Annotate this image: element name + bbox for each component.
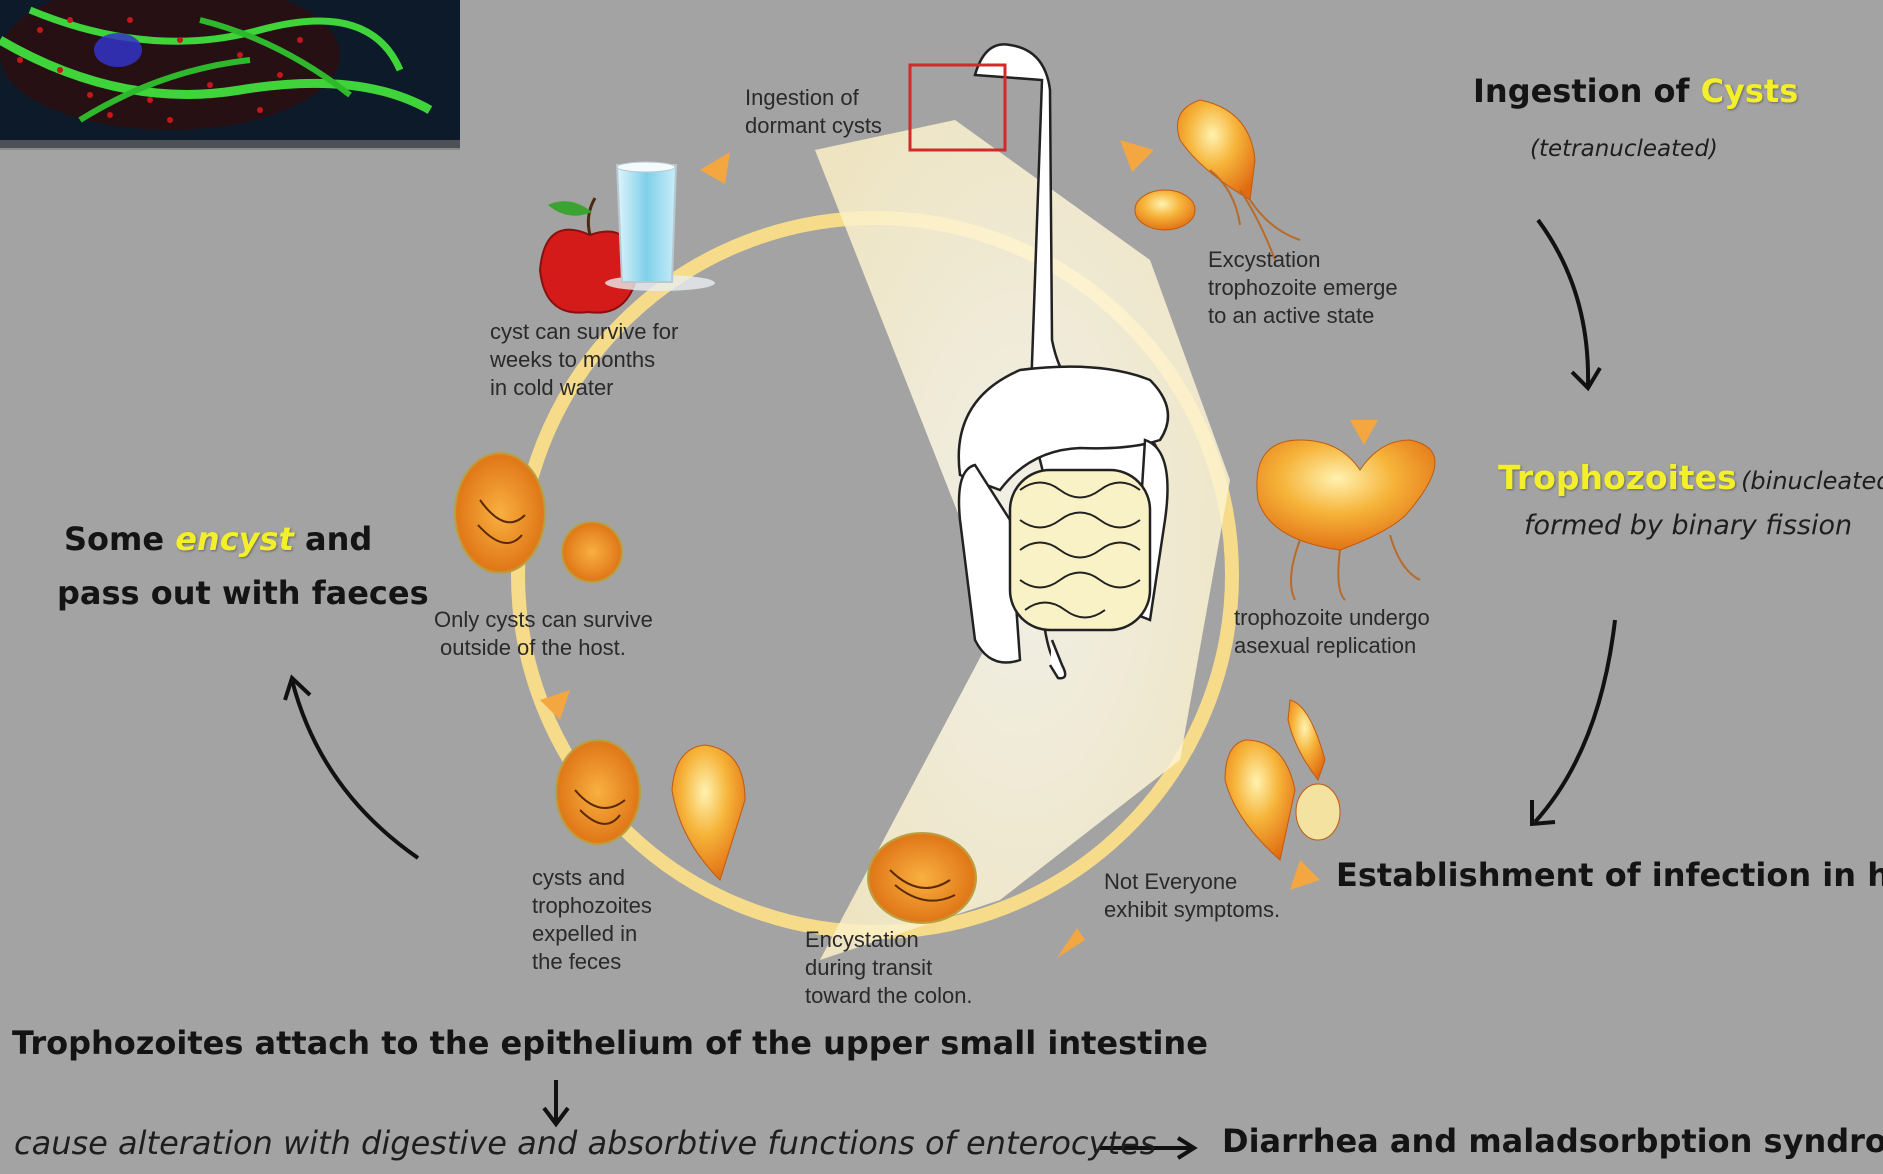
some-encyst-heading: Some encyst and [64, 520, 372, 558]
and-word: and [305, 520, 372, 558]
binucleated-note: (binucleated) [1741, 467, 1883, 495]
label-expelled-line3: expelled in [532, 920, 652, 948]
trophozoites-highlight: Trophozoites [1498, 458, 1737, 497]
label-ingestion-line1: Ingestion of [745, 84, 882, 112]
trophozoites-heading: Trophozoites (binucleated) [1498, 458, 1883, 497]
cyst-encystation [868, 833, 976, 923]
trophozoites-attach-statement: Trophozoites attach to the epithelium of… [12, 1024, 1208, 1062]
label-encystation-line3: toward the colon. [805, 982, 973, 1010]
label-symptoms-line1: Not Everyone [1104, 868, 1280, 896]
arrow-to-encyst [292, 680, 418, 858]
label-expelled: cysts and trophozoites expelled in the f… [532, 864, 652, 976]
label-encystation-line2: during transit [805, 954, 973, 982]
label-cold-water: cyst can survive for weeks to months in … [490, 318, 678, 402]
label-outside-host: Only cysts can survive outside of the ho… [434, 606, 653, 662]
label-outside-host-line1: Only cysts can survive [434, 606, 653, 634]
label-cold-water-line3: in cold water [490, 374, 678, 402]
arrow-to-establishment [1535, 620, 1615, 822]
some-word: Some [64, 520, 164, 558]
label-expelled-line4: the feces [532, 948, 652, 976]
label-encystation: Encystation during transit toward the co… [805, 926, 973, 1010]
trophozoite-symptoms [1225, 700, 1340, 860]
label-symptoms: Not Everyone exhibit symptoms. [1104, 868, 1280, 924]
label-outside-host-line2: outside of the host. [434, 634, 653, 662]
giardia-micrograph-inset [0, 0, 460, 150]
binary-fission-note: formed by binary fission [1524, 510, 1852, 541]
label-encystation-line1: Encystation [805, 926, 973, 954]
label-excystation-line1: Excystation [1208, 246, 1398, 274]
alteration-statement: cause alteration with digestive and abso… [14, 1124, 1156, 1162]
label-replication-line1: trophozoite undergo [1234, 604, 1430, 632]
label-ingestion: Ingestion of dormant cysts [745, 84, 882, 140]
trophozoite-excystation [1135, 100, 1300, 260]
label-excystation: Excystation trophozoite emerge to an act… [1208, 246, 1398, 330]
label-replication-line2: asexual replication [1234, 632, 1430, 660]
label-cold-water-line1: cyst can survive for [490, 318, 678, 346]
label-cold-water-line2: weeks to months [490, 346, 678, 374]
label-expelled-line2: trophozoites [532, 892, 652, 920]
cysts-highlight: Cysts [1701, 72, 1799, 110]
ingestion-of-cysts-heading: Ingestion of Cysts [1473, 72, 1798, 110]
label-excystation-line3: to an active state [1208, 302, 1398, 330]
pass-out-with-faeces: pass out with faeces [57, 574, 429, 612]
ingestion-prefix: Ingestion of [1473, 72, 1689, 110]
encyst-highlight: encyst [175, 520, 294, 558]
label-excystation-line2: trophozoite emerge [1208, 274, 1398, 302]
label-symptoms-line2: exhibit symptoms. [1104, 896, 1280, 924]
arrow-cysts-to-trophozoites [1538, 220, 1588, 385]
label-expelled-line1: cysts and [532, 864, 652, 892]
label-replication: trophozoite undergo asexual replication [1234, 604, 1430, 660]
trophozoite-binary-fission [1257, 440, 1435, 600]
tetranucleated-note: (tetranucleated) [1530, 136, 1718, 162]
diarrhea-statement: Diarrhea and maladsorbption syndrome [1222, 1122, 1883, 1160]
establishment-of-infection: Establishment of infection in host [1336, 856, 1883, 894]
label-ingestion-line2: dormant cysts [745, 112, 882, 140]
